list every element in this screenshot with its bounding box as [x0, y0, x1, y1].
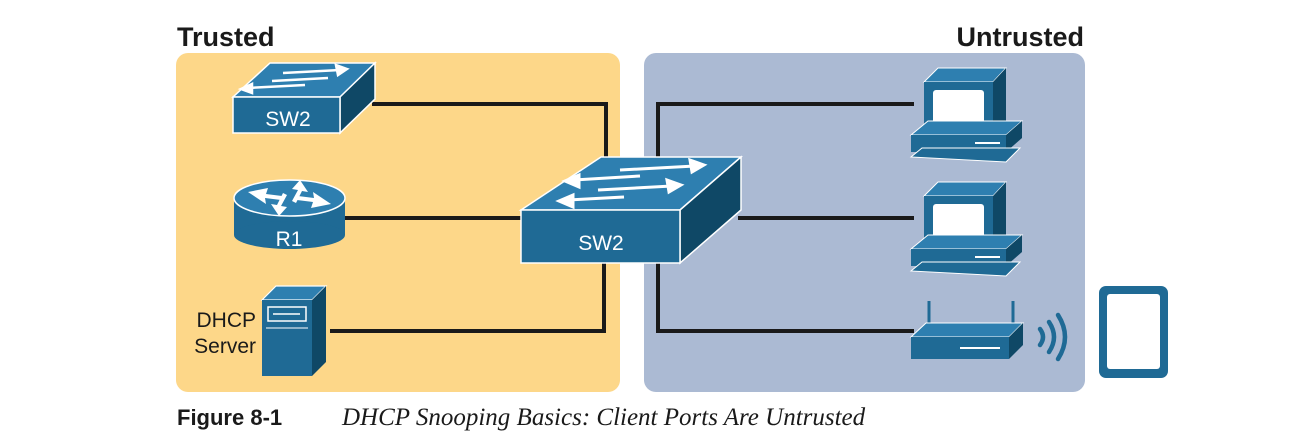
router-icon — [233, 179, 346, 249]
router-label: R1 — [276, 228, 303, 251]
switch-icon — [518, 155, 744, 265]
dhcp-server-label-line2: Server — [194, 335, 256, 358]
trusted-zone-title: Trusted — [177, 22, 275, 52]
pc-1[interactable] — [909, 67, 1024, 163]
caption-text: DHCP Snooping Basics: Client Ports Are U… — [341, 404, 866, 431]
trusted-switch-label: SW2 — [265, 108, 311, 131]
center-switch-label: SW2 — [578, 232, 624, 255]
pc-icon — [909, 181, 1024, 277]
pc-icon — [909, 67, 1024, 163]
wireless-signal-icon — [1037, 312, 1068, 362]
switch-icon — [231, 61, 377, 135]
figure-caption: Figure 8-1 DHCP Snooping Basics: Client … — [177, 404, 866, 431]
center-switch[interactable]: SW2 — [518, 155, 744, 265]
router[interactable]: R1 — [233, 179, 346, 251]
untrusted-zone-title: Untrusted — [957, 22, 1085, 52]
wireless-ap[interactable] — [909, 301, 1068, 362]
wireless-ap-icon — [909, 301, 1025, 359]
links — [330, 102, 914, 333]
pc-2[interactable] — [909, 181, 1024, 277]
link-sw2-to-center — [372, 102, 608, 162]
trusted-switch[interactable]: SW2 — [231, 61, 377, 135]
link-center-to-pc1 — [656, 102, 914, 162]
caption-number: Figure 8-1 — [177, 405, 282, 430]
server-icon — [260, 285, 328, 376]
link-center-to-ap — [656, 262, 914, 333]
tablet[interactable] — [1099, 286, 1168, 378]
dhcp-server-label-line1: DHCP — [196, 309, 256, 332]
dhcp-server[interactable]: DHCP Server — [194, 285, 328, 376]
link-server-to-center — [330, 262, 606, 333]
tablet-icon — [1099, 286, 1168, 378]
